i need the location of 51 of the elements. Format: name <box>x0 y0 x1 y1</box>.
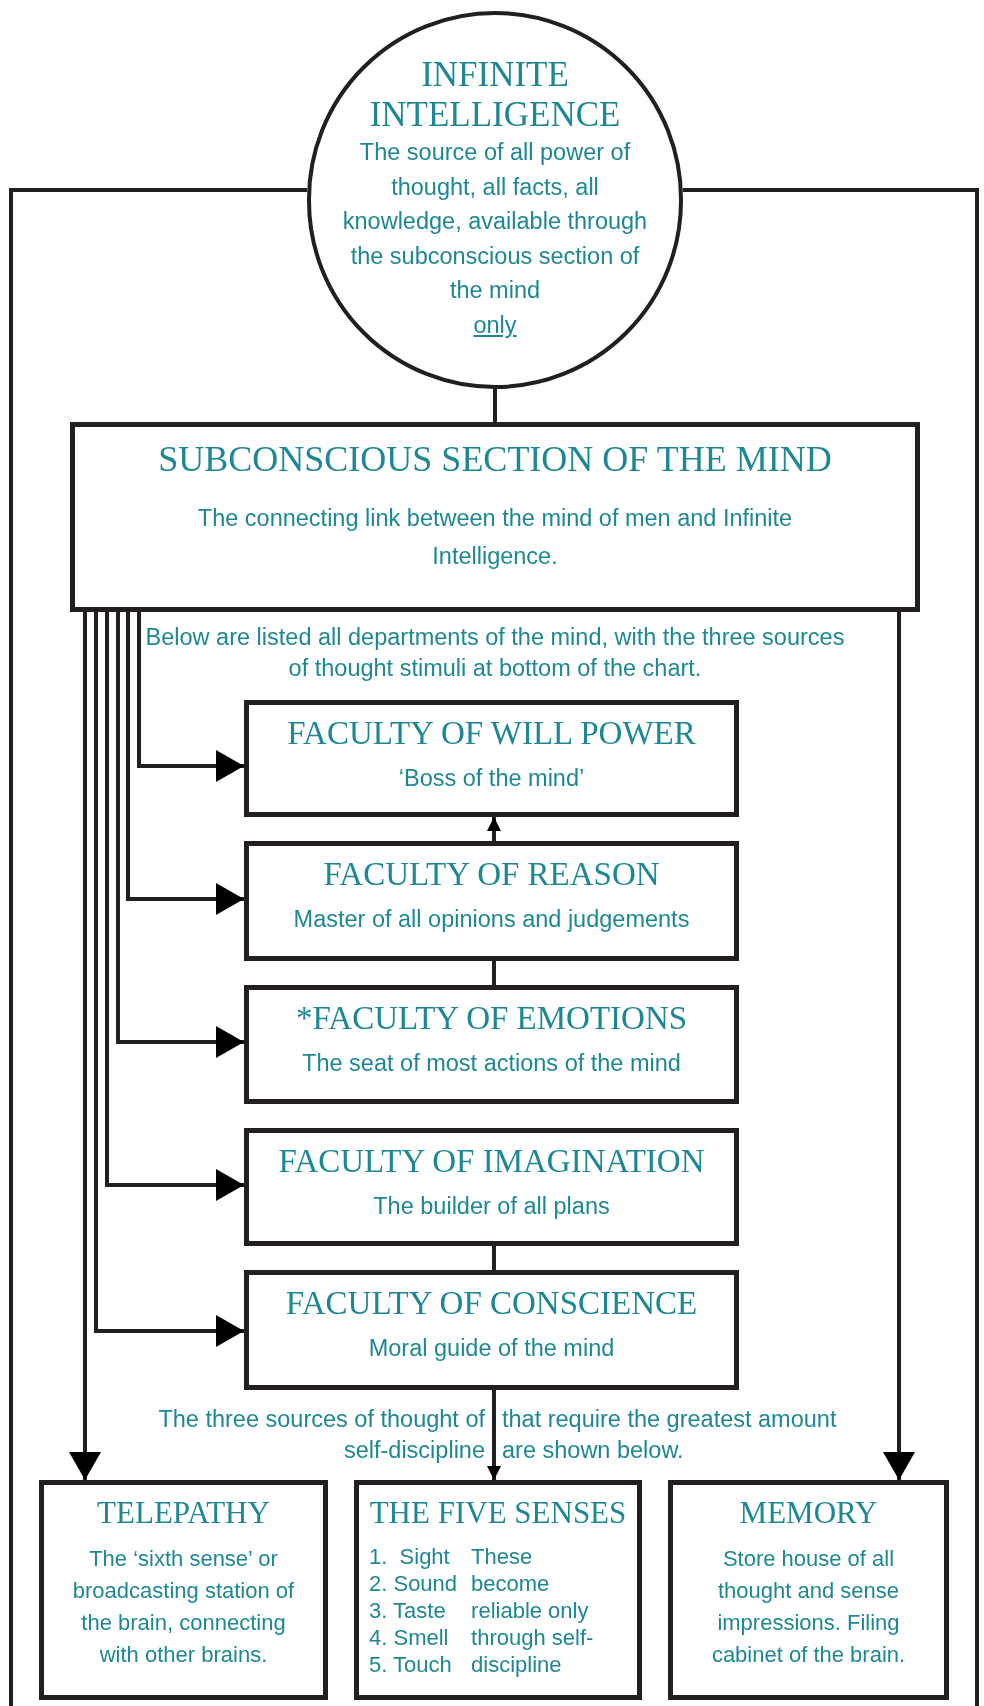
text-box <box>244 985 739 1104</box>
node-title: INFINITE INTELLIGENCE <box>368 55 622 135</box>
connector-line <box>492 1246 496 1270</box>
node-description: The seat of most actions of the mind <box>302 1049 681 1078</box>
node-description: Moral guide of the mind <box>368 1334 615 1363</box>
arrow <box>69 612 101 1480</box>
arrow <box>126 612 244 915</box>
node-title: FACULTY OF WILL POWER <box>287 714 696 753</box>
connector-line <box>682 188 979 1706</box>
node-title: FACULTY OF IMAGINATION <box>278 1142 705 1181</box>
node-description: Store house of all thought and sense impressions. Filing cabinet of the brain. <box>710 1545 907 1669</box>
connector-line <box>493 388 497 422</box>
node-title: MEMORY <box>739 1495 878 1531</box>
connector-line <box>492 961 496 985</box>
note-text: The three sources of thought of self-discipline <box>157 1405 485 1465</box>
arrow <box>137 612 244 782</box>
list-item: 1. Sight <box>369 1543 451 1570</box>
connector-line <box>9 188 308 1706</box>
node-description: Master of all opinions and judgements <box>293 905 690 934</box>
text-box <box>70 422 920 612</box>
note-text: that require the greatest amount are shown below. <box>502 1405 838 1465</box>
arrow <box>116 612 244 1058</box>
list-item: 3. Taste <box>369 1597 447 1624</box>
arrow <box>883 612 915 1480</box>
list-item: 4. Smell <box>369 1624 450 1651</box>
text-box <box>668 1480 949 1700</box>
node-description: These become reliable only through self-discipline <box>471 1543 595 1678</box>
text-box <box>244 1270 739 1390</box>
underlined-word: only <box>473 310 517 340</box>
arrow <box>105 612 244 1201</box>
node-description: The ‘sixth sense’ or broadcasting station of the brain, connecting with other brains. <box>71 1545 296 1669</box>
arrow <box>487 1390 501 1480</box>
text-box <box>244 841 739 961</box>
text-box <box>354 1480 642 1700</box>
node-title: *FACULTY OF EMOTIONS <box>295 999 688 1038</box>
node-title: TELEPATHY <box>97 1495 270 1531</box>
node-description: The connecting link between the mind of men and Infinite Intelligence. <box>196 504 794 571</box>
node-description: The builder of all plans <box>373 1192 610 1221</box>
text-box <box>244 700 739 817</box>
node-title: SUBCONSCIOUS SECTION OF THE MIND <box>158 438 832 481</box>
arrow <box>94 612 244 1347</box>
node-title: THE FIVE SENSES <box>369 1495 627 1531</box>
node-title: FACULTY OF REASON <box>323 855 660 894</box>
list-item: 5. Touch <box>369 1651 453 1678</box>
list-item: 2. Sound <box>369 1570 458 1597</box>
note-text: Below are listed all departments of the mind, with the three sources of thought stimuli at bottom of the chart. <box>145 623 845 683</box>
node-title: FACULTY OF CONSCIENCE <box>285 1284 698 1323</box>
node-description: ‘Boss of the mind’ <box>398 764 585 793</box>
text-box <box>39 1480 328 1700</box>
arrow <box>487 817 501 841</box>
text-box <box>244 1128 739 1246</box>
